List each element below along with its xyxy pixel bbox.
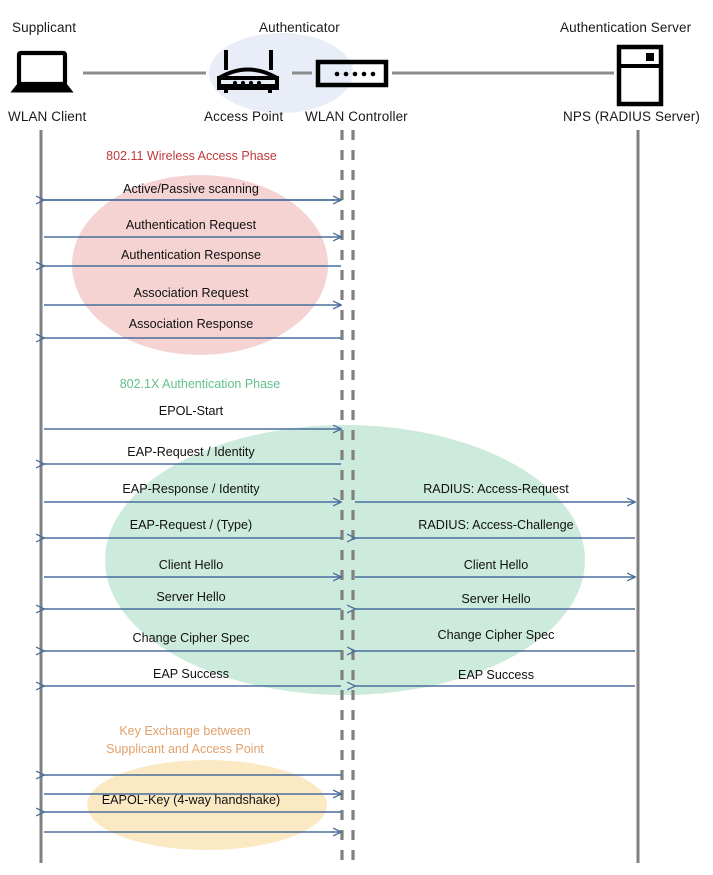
msg-label-client-hello-right: Client Hello [463,558,529,572]
msg-label-change-cipher-spec-right: Change Cipher Spec [437,628,555,642]
msg-label-client-hello-left: Client Hello [158,558,224,572]
msg-label-eap-success-right: EAP Success [457,668,535,682]
msg-label-eap-success-left: EAP Success [152,667,230,681]
phase-caption-key-exchange-line1: Key Exchange between [119,724,251,738]
msg-label-eap-request-identity: EAP-Request / Identity [127,445,255,459]
device-label-access-point: Access Point [204,109,284,124]
server-tower-icon [616,44,664,107]
wireless-router-icon [217,50,279,93]
phase-ellipse-wireless [72,175,328,355]
authenticator-halo [209,33,353,113]
msg-label-server-hello-right: Server Hello [461,592,531,606]
phase-caption-dot1x-authentication: 802.1X Authentication Phase [119,377,281,391]
role-label-authenticator: Authenticator [259,20,340,35]
msg-label-association-request: Association Request [133,286,249,300]
msg-label-server-hello-left: Server Hello [156,590,226,604]
msg-label-eap-response-identity: EAP-Response / Identity [122,482,260,496]
msg-label-radius-access-request: RADIUS: Access-Request [423,482,569,496]
laptop-icon [10,50,74,93]
msg-label-epol-start: EPOL-Start [158,404,224,418]
device-label-nps-radius-server: NPS (RADIUS Server) [563,109,700,124]
phase-caption-key-exchange-line2: Supplicant and Access Point [106,742,264,756]
msg-label-eap-request-type: EAP-Request / (Type) [129,518,253,532]
device-label-wlan-client: WLAN Client [8,109,87,124]
phase-caption-wireless-access: 802.11 Wireless Access Phase [106,149,277,163]
device-label-wlan-controller: WLAN Controller [305,109,408,124]
msg-label-authentication-response: Authentication Response [120,248,262,262]
role-label-supplicant: Supplicant [12,20,77,35]
msg-label-eapol-key-handshake: EAPOL-Key (4-way handshake) [101,793,281,807]
phase-ellipse-dot1x [105,425,585,695]
msg-label-active-passive-scanning: Active/Passive scanning [123,182,259,196]
wlan-controller-icon [315,59,389,88]
msg-label-association-response: Association Response [128,317,254,331]
role-label-authentication-server: Authentication Server [560,20,692,35]
msg-label-authentication-request: Authentication Request [125,218,257,232]
msg-label-radius-access-challenge: RADIUS: Access-Challenge [418,518,574,532]
phase-ellipse-keyexchange [87,760,327,850]
msg-label-change-cipher-spec-left: Change Cipher Spec [132,631,250,645]
